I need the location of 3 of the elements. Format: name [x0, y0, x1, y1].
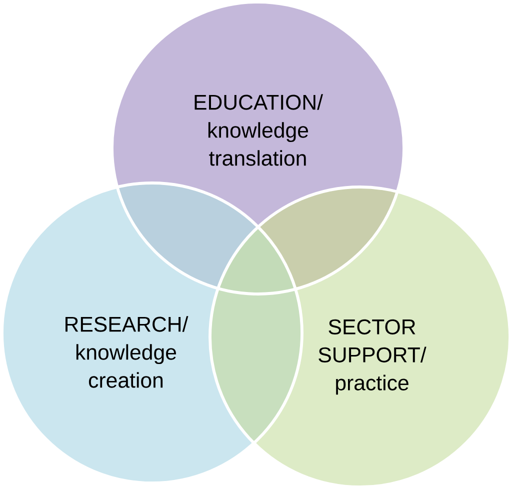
circle-label: EDUCATION/ knowledge translation — [194, 94, 323, 166]
circle-label: RESEARCH/ knowledge creation — [66, 316, 188, 388]
circle-label: SECTOR SUPPORT/ practice — [318, 319, 426, 395]
